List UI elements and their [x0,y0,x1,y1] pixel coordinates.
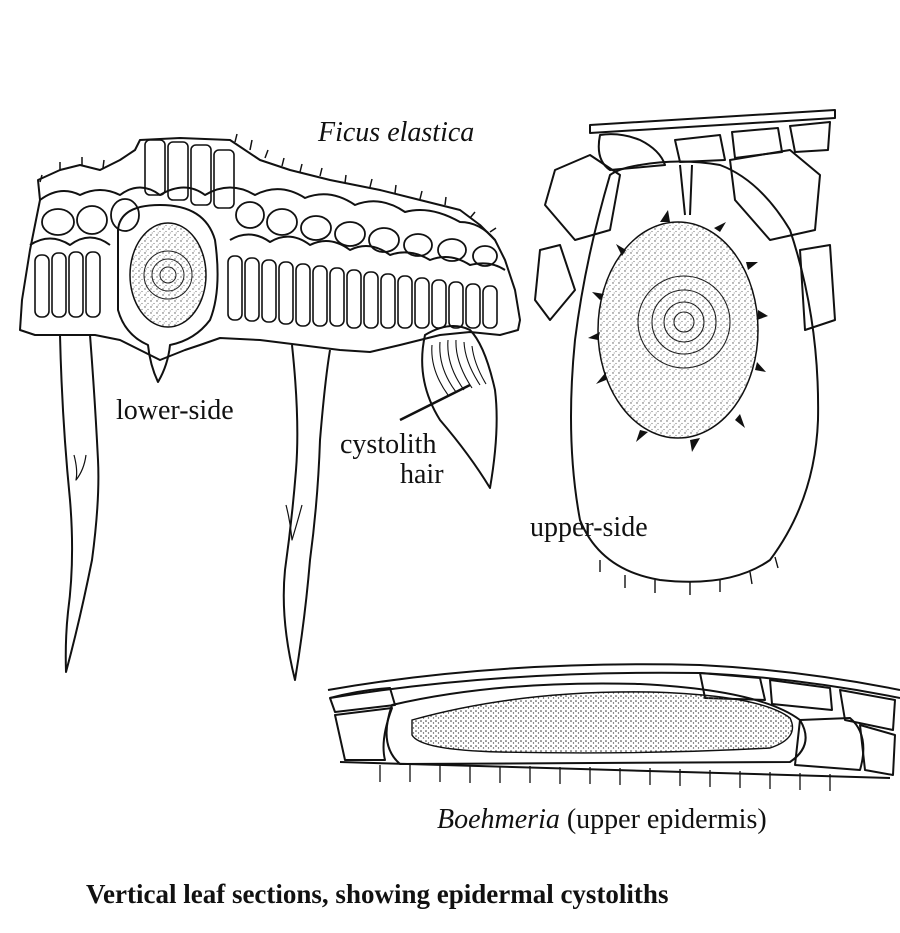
label-lower-side: lower-side [116,395,234,426]
ficus-upper-cystolith-rings [637,275,731,369]
ficus-upper-cell [534,109,836,595]
figure-title: Vertical leaf sections, showing epiderma… [86,879,669,909]
label-ficus-elastica: Ficus elastica [318,117,475,148]
label-cystolith: cystolith [340,429,437,460]
label-upper-side: upper-side [530,512,648,543]
cystolith-pointer-line [399,383,471,422]
label-boehmeria-note: (upper epidermis) [566,804,767,835]
label-boehmeria: Boehmeria (upper epidermis) [437,804,767,836]
ficus-lower-section [19,133,521,681]
ficus-lower-cystolith [129,222,207,328]
label-hair: hair [400,459,444,490]
boehmeria-cystolith [411,691,794,754]
boehmeria-section [327,663,900,791]
ficus-lower-cystolith-rings [143,250,193,300]
ficus-upper-cystolith-spikes [588,210,768,452]
label-boehmeria-genus: Boehmeria [437,804,560,835]
